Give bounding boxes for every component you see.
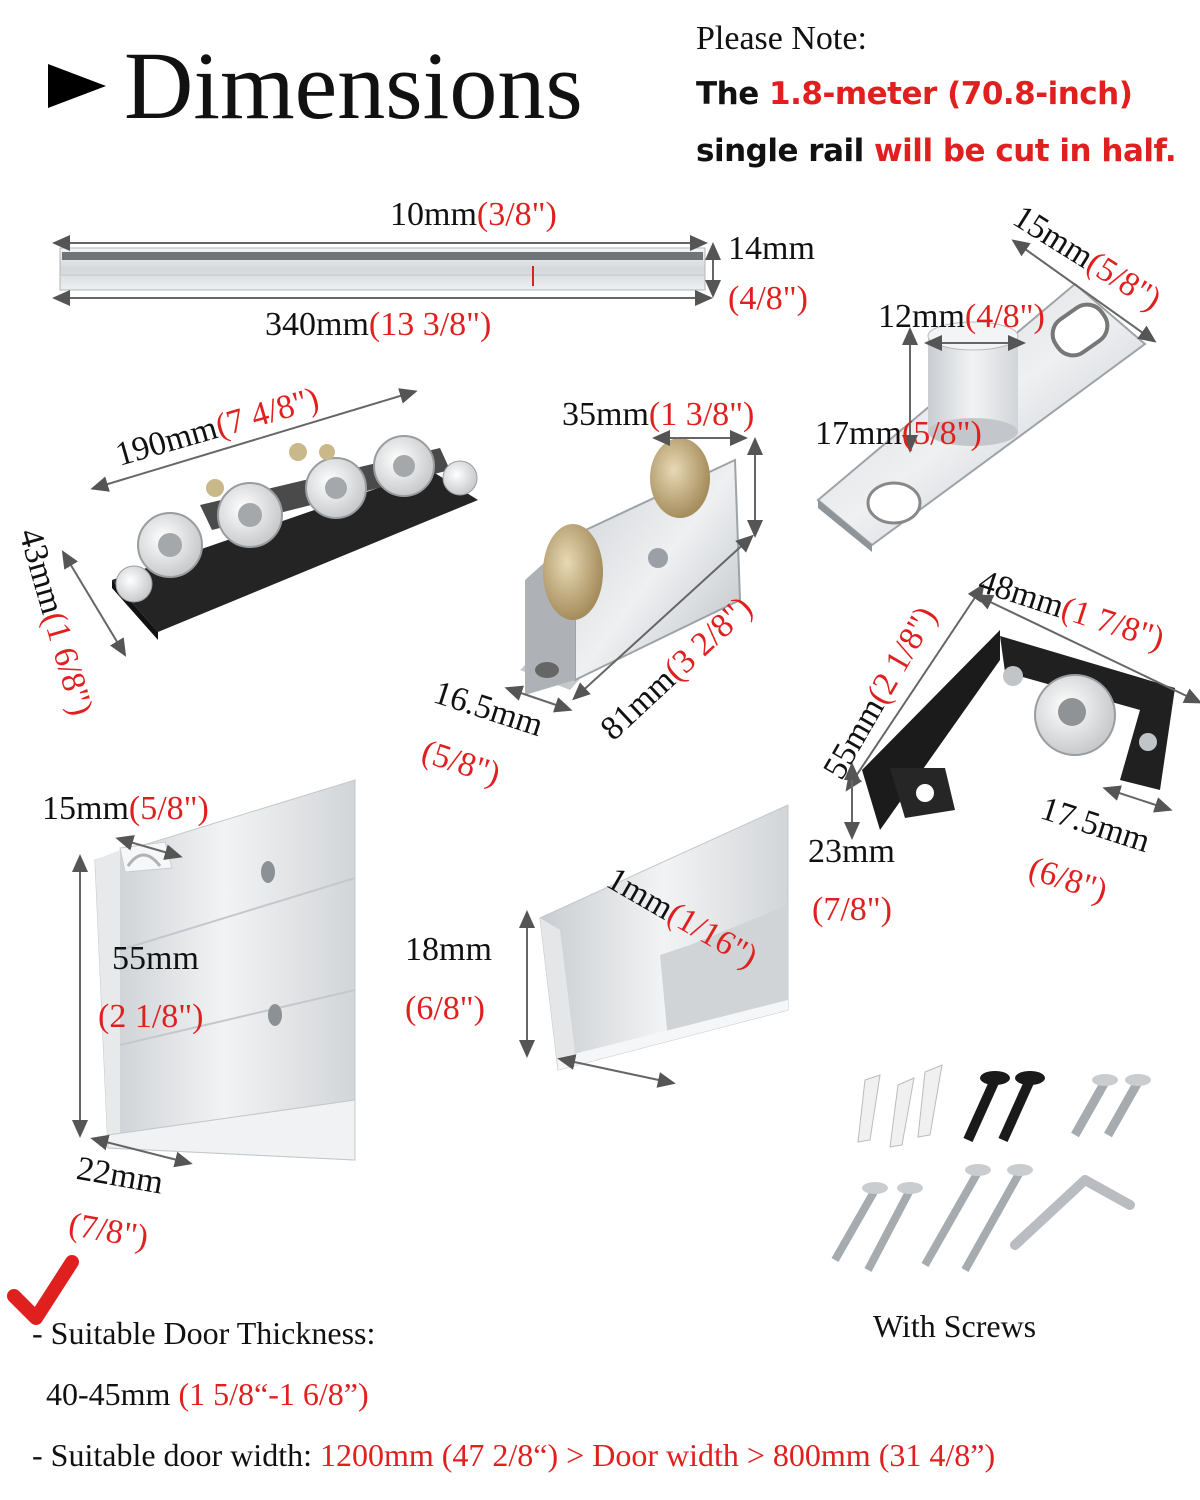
bracket-base-mm: 23mm — [808, 833, 895, 870]
floor-guide-depth-label: 12mm(4/8") — [878, 298, 1045, 335]
spec-thickness-value: 40-45mm (1 5/8“-1 6/8”) — [46, 1376, 369, 1412]
track-bottom-dim — [90, 1134, 193, 1168]
screws-label: With Screws — [873, 1308, 1037, 1344]
floor-guide-height-label: 17mm(5/8") — [815, 415, 982, 452]
bracket-depth-dim — [1102, 785, 1173, 813]
bracket-base-in: (7/8") — [812, 891, 892, 928]
carriage-height-dim — [61, 550, 127, 657]
carriage-length-dim — [90, 388, 418, 492]
page-title: Dimensions — [48, 38, 583, 134]
track-top-dim — [115, 835, 183, 860]
note-line-1: The 1.8-meter (70.8-inch) — [696, 76, 1133, 112]
top-rail-length-label: 340mm(13 3/8") — [265, 306, 492, 343]
arrow-icon — [48, 64, 106, 108]
track-height-mm: 55mm — [112, 940, 199, 977]
top-rail-height-mm: 14mm — [728, 230, 815, 267]
channel-width-dim — [557, 1054, 676, 1088]
roller-height-label: 35mm(1 3/8") — [562, 396, 755, 433]
spec-width: - Suitable door width: 1200mm (47 2/8“) … — [32, 1437, 996, 1473]
top-rail-height-in: (4/8") — [728, 280, 808, 317]
top-rail-width-label: 10mm(3/8") — [390, 196, 557, 233]
note-heading: Please Note: — [696, 20, 867, 57]
channel-height-in: (6/8") — [405, 990, 485, 1027]
track-top-label: 15mm(5/8") — [42, 790, 209, 827]
bracket-width-dim — [974, 594, 1200, 704]
roller-width-dim — [504, 685, 573, 713]
track-height-in: (2 1/8") — [98, 998, 204, 1035]
bracket-height-dim — [845, 583, 985, 792]
checkmark-icon — [7, 1255, 79, 1325]
screws-illustration — [831, 1064, 1151, 1272]
track-profile-illustration — [94, 779, 356, 1161]
channel-illustration — [539, 804, 789, 1071]
roller-length-dim — [572, 534, 754, 701]
channel-height-mm: 18mm — [405, 931, 492, 968]
floor-guide-width-dim — [1011, 239, 1157, 343]
spec-thickness-label: - Suitable Door Thickness: — [32, 1315, 376, 1351]
note-line-2: single rail will be cut in half. — [696, 133, 1177, 169]
top-rail-illustration — [59, 247, 706, 291]
page-title-text: Dimensions — [124, 32, 583, 139]
